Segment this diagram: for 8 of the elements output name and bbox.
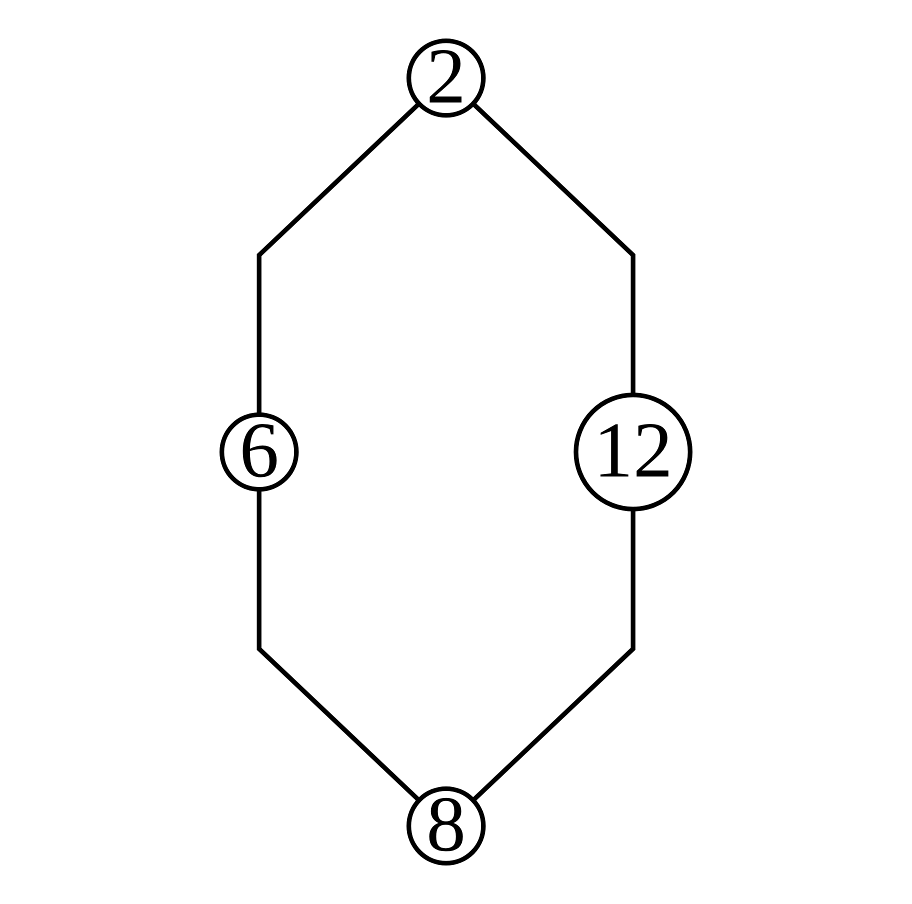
connector bbox=[256, 489, 421, 802]
connector bbox=[256, 102, 421, 415]
connector bbox=[472, 102, 636, 395]
connector bbox=[472, 509, 636, 802]
node-circle: 12 bbox=[574, 392, 692, 512]
node-circle: 6 bbox=[220, 412, 299, 492]
node-circle: 2 bbox=[406, 38, 486, 118]
node-circle: 8 bbox=[406, 786, 486, 866]
